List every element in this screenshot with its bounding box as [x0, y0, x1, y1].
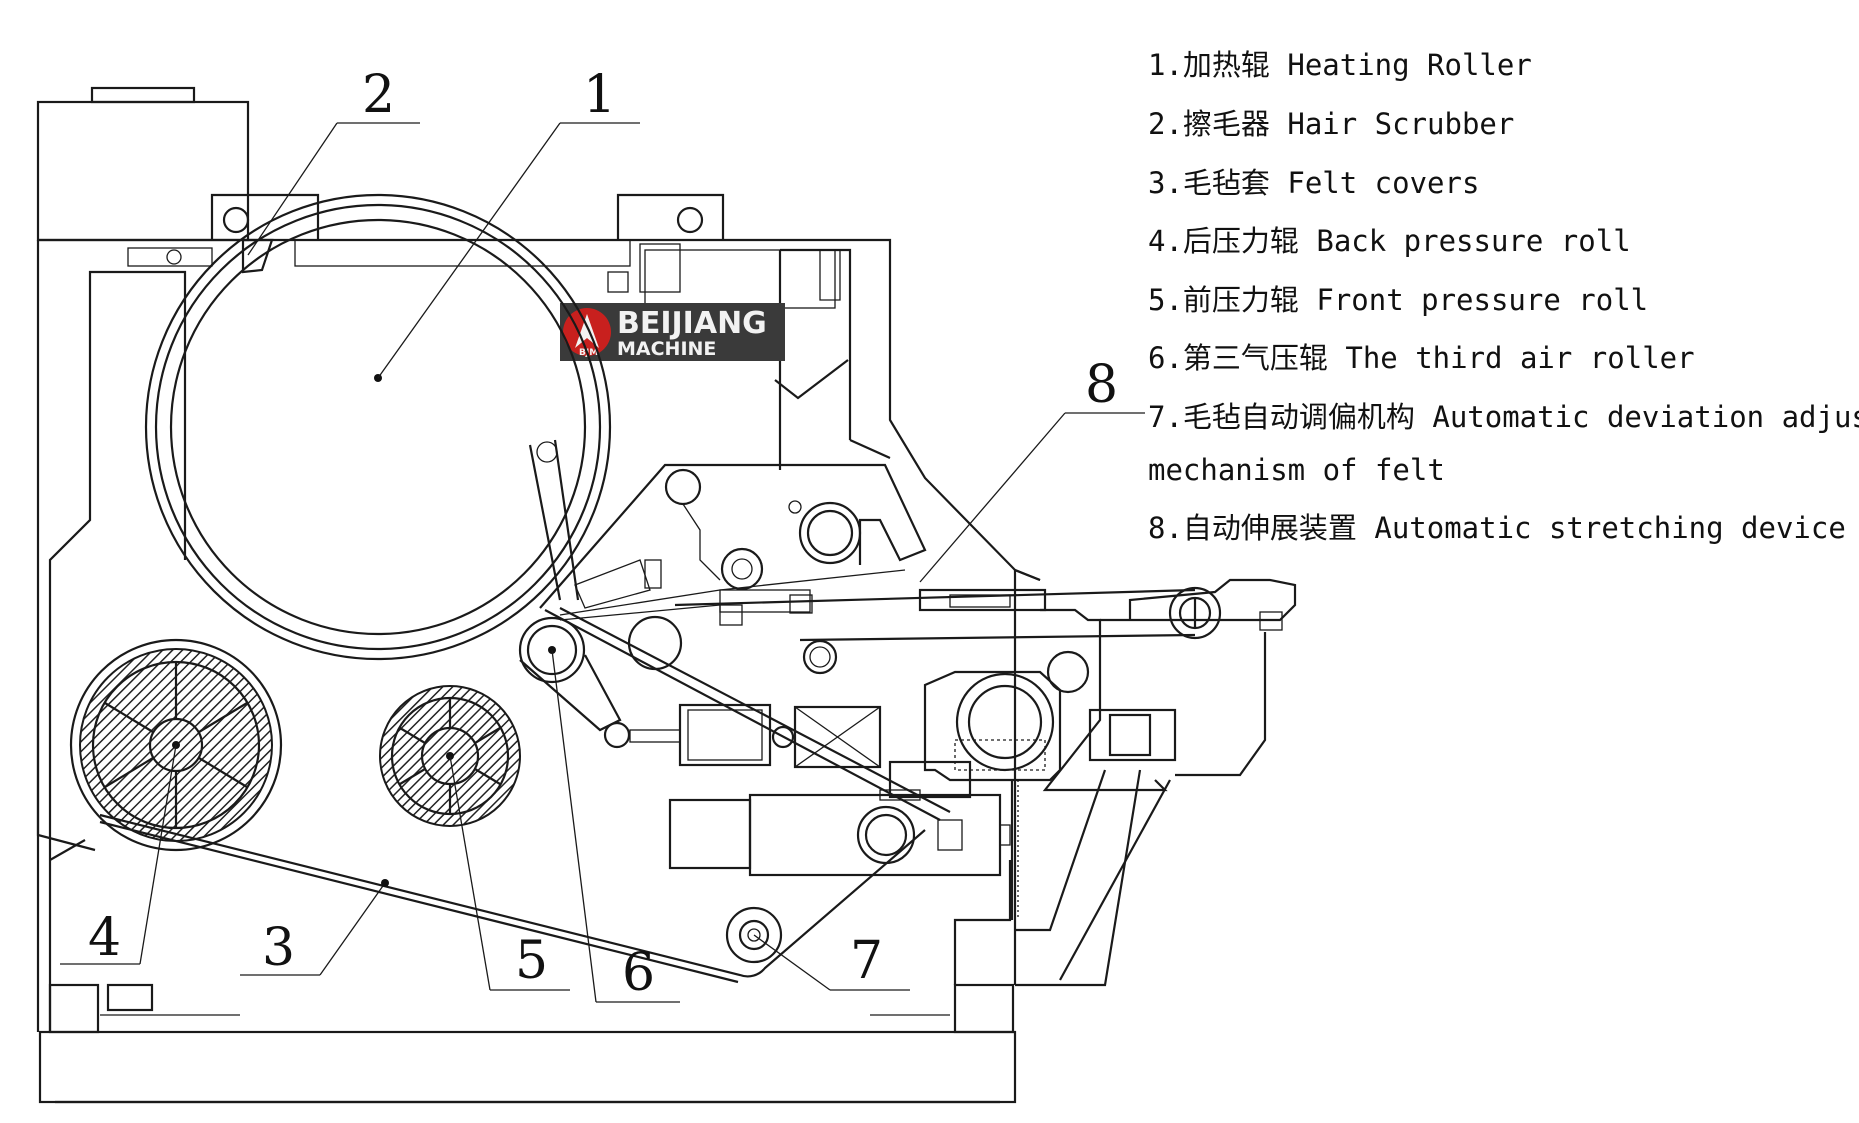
- heating-roller: [144, 193, 612, 661]
- legend-item-7-cont: mechanism of felt: [1148, 453, 1445, 487]
- callout-7: 7: [850, 931, 883, 991]
- parts-legend: 1.加热辊 Heating Roller 2.擦毛器 Hair Scrubber…: [1148, 48, 1859, 545]
- logo-name: BEIJIANG: [617, 306, 767, 341]
- legend-item-5: 5.前压力辊 Front pressure roll: [1148, 283, 1648, 317]
- callout-4: 4: [88, 908, 121, 968]
- callout-1: 1: [583, 65, 616, 125]
- machine-frame: [36, 86, 1297, 1104]
- callout-numbers: 2 1 4 3 5 6 7 8: [88, 65, 1118, 1003]
- callout-leaders: [60, 122, 1145, 1003]
- legend-item-1: 1.加热辊 Heating Roller: [1148, 48, 1532, 82]
- hair-scrubber: [127, 238, 274, 274]
- legend-item-7: 7.毛毡自动调偏机构 Automatic deviation adjusting: [1148, 400, 1859, 434]
- brand-logo: BJM BEIJIANG MACHINE: [560, 303, 785, 361]
- deviation-adjusting-mechanism: [603, 703, 1011, 964]
- legend-item-3: 3.毛毡套 Felt covers: [1148, 166, 1479, 200]
- stretching-device: [719, 588, 1177, 920]
- callout-6: 6: [622, 943, 655, 1003]
- logo-subtitle: MACHINE: [617, 338, 716, 360]
- logo-mark: BJM: [579, 348, 598, 358]
- callout-8: 8: [1085, 355, 1118, 415]
- callout-3: 3: [262, 918, 295, 978]
- callout-5: 5: [515, 931, 548, 991]
- third-air-roller: [518, 615, 838, 732]
- legend-item-4: 4.后压力辊 Back pressure roll: [1148, 224, 1631, 258]
- callout-2: 2: [362, 65, 395, 125]
- upper-linkage: [539, 463, 927, 621]
- felt-belt: [99, 586, 1222, 984]
- legend-item-2: 2.擦毛器 Hair Scrubber: [1148, 107, 1514, 141]
- legend-item-6: 6.第三气压辊 The third air roller: [1148, 341, 1695, 375]
- legend-item-8: 8.自动伸展装置 Automatic stretching device: [1148, 511, 1846, 545]
